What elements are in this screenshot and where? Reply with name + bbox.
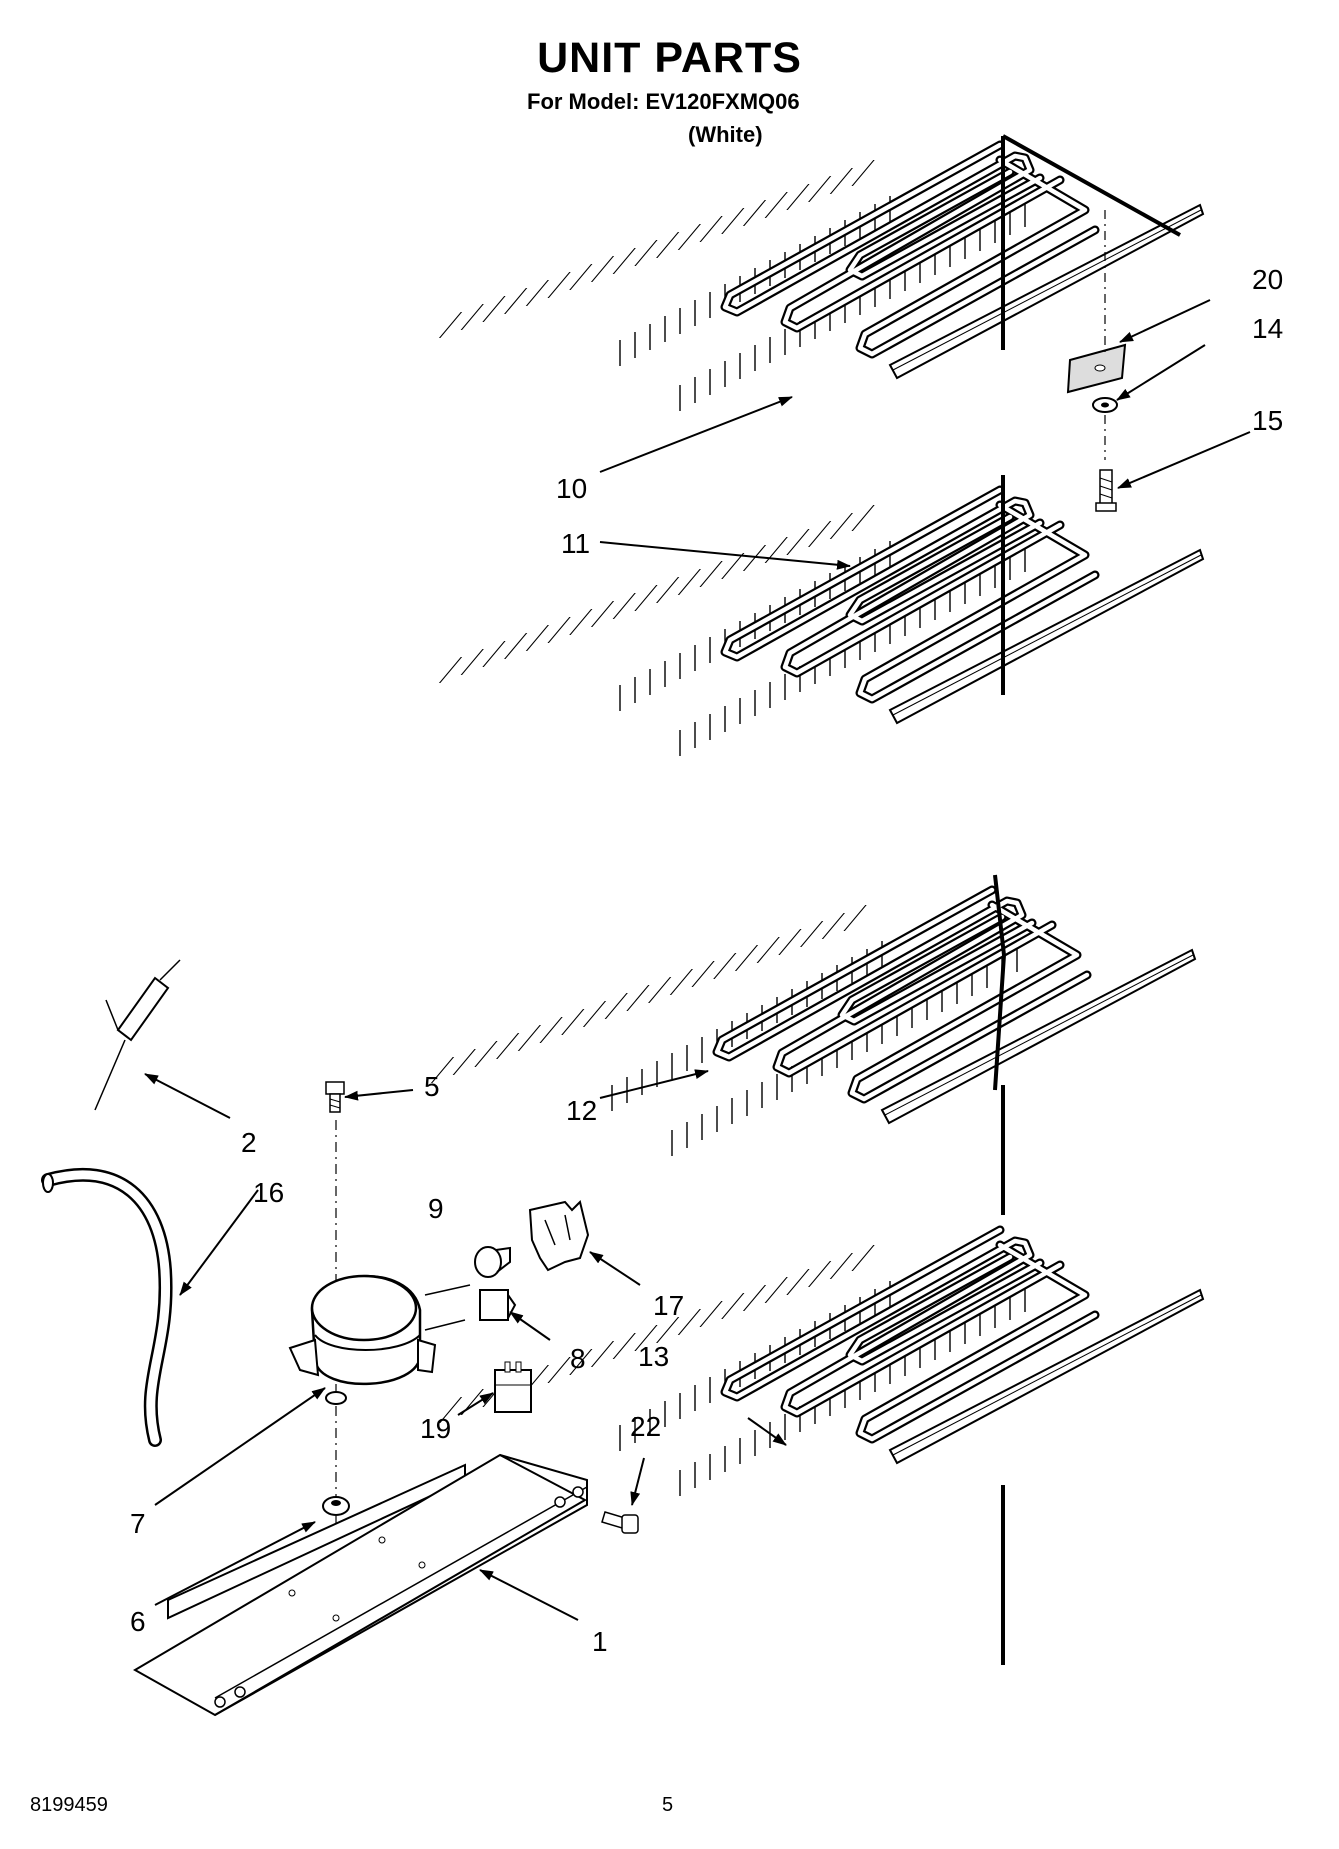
- callout-19: 19: [420, 1413, 452, 1444]
- model-line: For Model: EV120FXMQ06: [527, 89, 800, 114]
- leader-lines: [144, 299, 1251, 1621]
- evaporator-coil-12: [432, 874, 1195, 1156]
- callout-22: 22: [630, 1411, 662, 1442]
- callout-16: 16: [253, 1177, 285, 1208]
- callout-10: 10: [556, 473, 588, 504]
- callout-17: 17: [653, 1290, 685, 1321]
- color-line: (White): [688, 122, 763, 147]
- callout-6: 6: [130, 1606, 146, 1637]
- callout-13: 13: [638, 1341, 670, 1372]
- evaporator-coil-10: [440, 134, 1203, 411]
- callout-7: 7: [130, 1508, 146, 1539]
- evaporator-coil-11: [440, 475, 1203, 756]
- page-title: UNIT PARTS: [537, 34, 802, 82]
- callout-12: 12: [566, 1095, 598, 1126]
- bracket-part-20: [1066, 343, 1127, 394]
- callout-9: 9: [428, 1193, 444, 1224]
- bolt-part-5: [325, 1081, 345, 1113]
- callout-8: 8: [570, 1343, 586, 1374]
- overload-part-9: [474, 1246, 511, 1278]
- drier-part-2: [94, 959, 181, 1111]
- callout-1: 1: [592, 1626, 608, 1657]
- callout-14: 14: [1252, 313, 1284, 344]
- callout-2: 2: [241, 1127, 257, 1158]
- doc-number: 8199459: [30, 1794, 108, 1816]
- screw-part-22: [601, 1511, 639, 1534]
- page-number: 5: [662, 1794, 674, 1816]
- callout-5: 5: [424, 1071, 440, 1102]
- terminal-cover-part-17: [528, 1200, 590, 1272]
- callout-20: 20: [1252, 264, 1284, 295]
- tubing-part-16: [41, 1167, 173, 1447]
- evaporator-coil-13: [440, 1085, 1203, 1665]
- callout-15: 15: [1252, 405, 1284, 436]
- capacitor-part-19: [494, 1361, 532, 1413]
- grommet-part-6: [322, 1496, 350, 1516]
- compressor-base-part-1: [132, 1453, 588, 1717]
- compressor-part-7: [288, 1274, 471, 1405]
- screw-part-15: [1095, 469, 1117, 512]
- relay-part-8: [479, 1289, 517, 1321]
- washer-part-14: [1092, 397, 1118, 413]
- callout-11: 11: [561, 528, 591, 559]
